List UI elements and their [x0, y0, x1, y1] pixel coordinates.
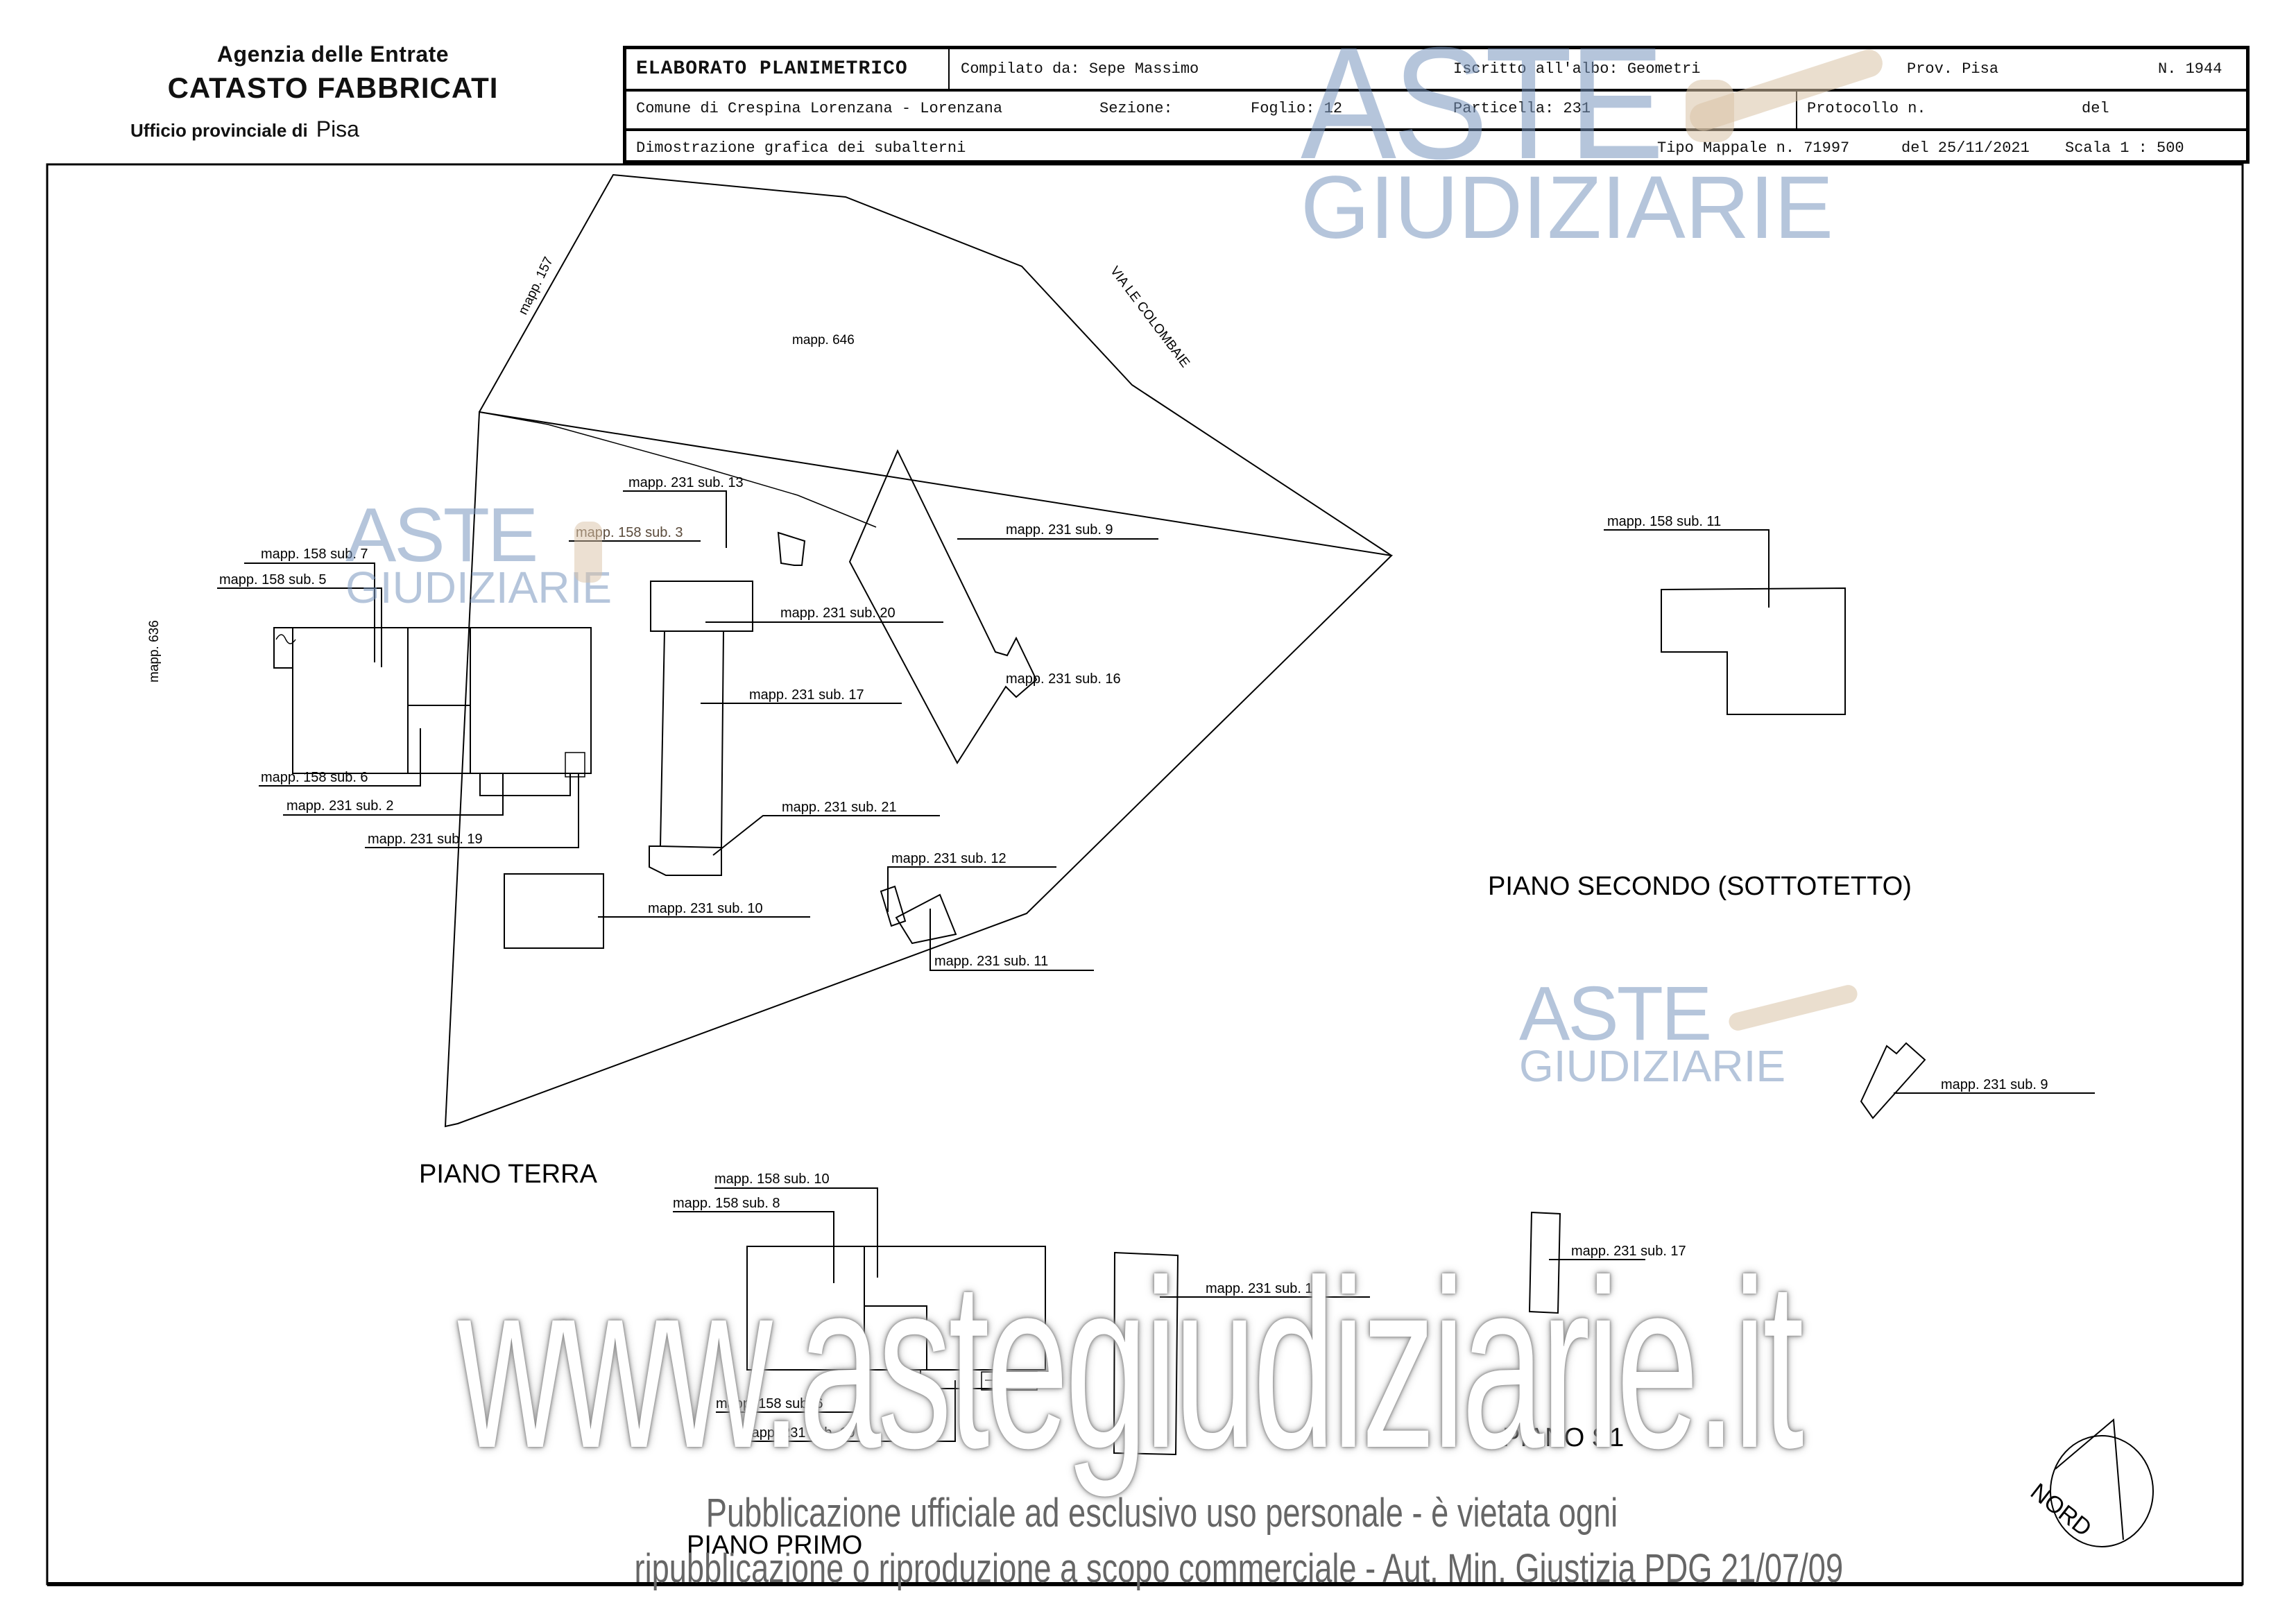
label-231-sub-16: mapp. 231 sub. 16	[1006, 671, 1121, 687]
piano-terra-labels: mapp. 231 sub. 13 mapp. 158 sub. 3 mapp.…	[219, 475, 1121, 1189]
piano-s1-labels: mapp. 231 sub. 17 PIANO S1	[1502, 1244, 1686, 1452]
catasto-title: CATASTO FABBRICATI	[167, 71, 499, 104]
ufficio-provinciale: Ufficio provinciale di Pisa	[130, 117, 359, 142]
label-158-sub-5: mapp. 158 sub. 5	[219, 572, 327, 587]
piano-s1-drawing	[1528, 1211, 1645, 1314]
prov: Prov. Pisa	[1907, 60, 1999, 78]
title-row-3: Dimostrazione grafica dei subalterni Tip…	[626, 128, 2246, 168]
piano-primo-labels: mapp. 158 sub. 10 mapp. 158 sub. 8 mapp.…	[673, 1171, 1321, 1560]
piano-terra-leaders	[217, 490, 1158, 971]
iscritto-albo: Iscritto all'albo: Geometri	[1453, 60, 1701, 78]
label-158-sub-6: mapp. 158 sub. 6	[261, 770, 368, 785]
label-231-sub-17: mapp. 231 sub. 17	[749, 687, 864, 703]
title-block: ELABORATO PLANIMETRICO Compilato da: Sep…	[623, 46, 2250, 164]
label-231-sub-12: mapp. 231 sub. 12	[891, 851, 1006, 866]
label-231-sub-21: mapp. 231 sub. 21	[782, 800, 897, 815]
dimostrazione: Dimostrazione grafica dei subalterni	[636, 139, 966, 157]
tipo-mappale: Tipo Mappale n. 71997	[1657, 139, 1850, 157]
via-le-colombaie-label: VIA LE COLOMBAIE	[1107, 264, 1192, 370]
label-231-sub-2: mapp. 231 sub. 2	[286, 798, 394, 814]
disclaimer-line-2: ripubblicazione o riproduzione a scopo c…	[634, 1546, 1844, 1591]
label-231-sub-10: mapp. 231 sub. 10	[648, 901, 763, 916]
scala: Scala 1 : 500	[2065, 139, 2184, 157]
label-231-sub-17-s1: mapp. 231 sub. 17	[1571, 1244, 1686, 1259]
parcel-inner-edge	[479, 411, 877, 528]
label-231-sub-9-secondo: mapp. 231 sub. 9	[1941, 1077, 2048, 1092]
label-231-sub-11: mapp. 231 sub. 11	[934, 954, 1048, 969]
piano-secondo-drawing	[1604, 529, 2095, 1119]
label-158-sub-6-primo: mapp. 158 sub. 6	[716, 1396, 823, 1411]
disclaimer-line-1: Pubblicazione ufficiale ad esclusivo uso…	[705, 1491, 1618, 1536]
label-158-sub-7: mapp. 158 sub. 7	[261, 547, 368, 562]
label-231-sub-9: mapp. 231 sub. 9	[1006, 522, 1113, 538]
comune: Comune di Crespina Lorenzana - Lorenzana	[636, 100, 1003, 117]
doc-title: ELABORATO PLANIMETRICO	[636, 58, 908, 80]
foglio: Foglio: 12	[1251, 100, 1343, 117]
piano-secondo-title: PIANO SECONDO (SOTTOTETTO)	[1488, 872, 1912, 901]
label-231-sub-20: mapp. 231 sub. 20	[780, 606, 896, 621]
north-arrow-icon: NORD	[2025, 1418, 2154, 1547]
ufficio-label: Ufficio provinciale di	[130, 120, 308, 141]
piano-primo-drawing	[673, 1187, 1370, 1456]
label-158-sub-8: mapp. 158 sub. 8	[673, 1196, 780, 1211]
ufficio-prov: Pisa	[316, 117, 359, 141]
label-158-sub-10: mapp. 158 sub. 10	[714, 1171, 830, 1187]
piano-terra-buildings	[273, 449, 1038, 949]
label-231-sub-13: mapp. 231 sub. 13	[628, 475, 744, 490]
piano-terra-title: PIANO TERRA	[419, 1160, 598, 1189]
agency-name: Agenzia delle Entrate	[216, 42, 449, 67]
piano-primo-title: PIANO PRIMO	[687, 1531, 862, 1560]
divider	[948, 49, 950, 89]
tipo-mappale-date: del 25/11/2021	[1901, 139, 2030, 157]
compilato-da: Compilato da: Sepe Massimo	[961, 60, 1199, 78]
piano-secondo-labels: mapp. 158 sub. 11 mapp. 231 sub. 9 PIANO…	[1488, 514, 2048, 1092]
label-231-sub-18: mapp. 231 sub. 18	[1206, 1281, 1321, 1296]
mapp-646-boundary	[479, 173, 1392, 556]
piano-s1-title: PIANO S1	[1502, 1423, 1624, 1452]
label-231-sub-19-primo: mapp. 231 sub. 19	[740, 1425, 855, 1441]
nord-label: NORD	[2025, 1478, 2096, 1542]
numero-iscrizione: N. 1944	[2158, 60, 2222, 78]
drawing-frame	[46, 163, 2244, 1586]
agency-header: Agenzia delle Entrate CATASTO FABBRICATI…	[90, 42, 576, 141]
mapp-636-label: mapp. 636	[147, 620, 162, 682]
parcel-231-boundary	[444, 411, 1394, 1128]
protocollo-del: del	[2082, 100, 2109, 117]
label-158-sub-3: mapp. 158 sub. 3	[576, 525, 683, 540]
title-row-1: ELABORATO PLANIMETRICO Compilato da: Sep…	[626, 49, 2246, 92]
particella: Particella: 231	[1453, 100, 1591, 117]
sezione: Sezione:	[1099, 100, 1173, 117]
label-158-sub-11: mapp. 158 sub. 11	[1607, 514, 1721, 529]
title-row-2: Comune di Crespina Lorenzana - Lorenzana…	[626, 89, 2246, 131]
mapp-646-label: mapp. 646	[792, 333, 855, 347]
label-231-sub-19: mapp. 231 sub. 19	[368, 832, 483, 847]
